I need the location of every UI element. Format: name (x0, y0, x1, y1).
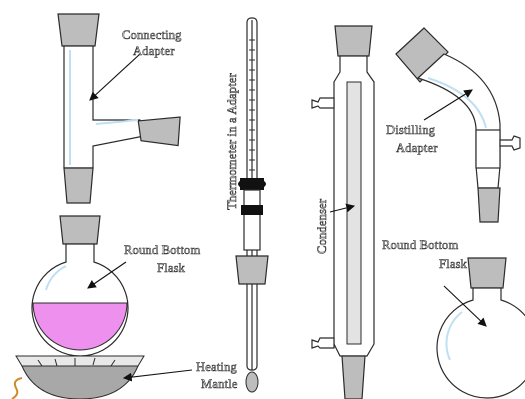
label-mantle-line1: Heating (196, 360, 238, 374)
label-distilling-line2: Adapter (396, 141, 438, 155)
label-flask-right-line1: Round Bottom (382, 238, 458, 252)
label-flask-right-line2: Flask (439, 257, 468, 271)
label-flask-left-line2: Flask (157, 261, 186, 275)
label-condenser: Condenser (315, 198, 329, 254)
round-bottom-flask-right (437, 258, 525, 398)
heating-wire (12, 378, 22, 399)
thermometer-adapter (236, 18, 268, 392)
label-connecting-line2: Adapter (133, 44, 175, 58)
arrow-distilling (424, 90, 472, 120)
label-connecting-line1: Connecting (122, 28, 182, 42)
round-bottom-flask-left (32, 216, 128, 356)
connecting-adapter (58, 14, 184, 203)
label-distilling-line1: Distilling (386, 123, 436, 137)
label-flask-left-line1: Round Bottom (124, 243, 200, 257)
label-mantle-line2: Mantle (201, 377, 238, 391)
arrow-connecting (90, 54, 140, 100)
label-thermometer-adapter: Thermometer in a Adapter (225, 72, 239, 210)
arrows (88, 54, 486, 378)
